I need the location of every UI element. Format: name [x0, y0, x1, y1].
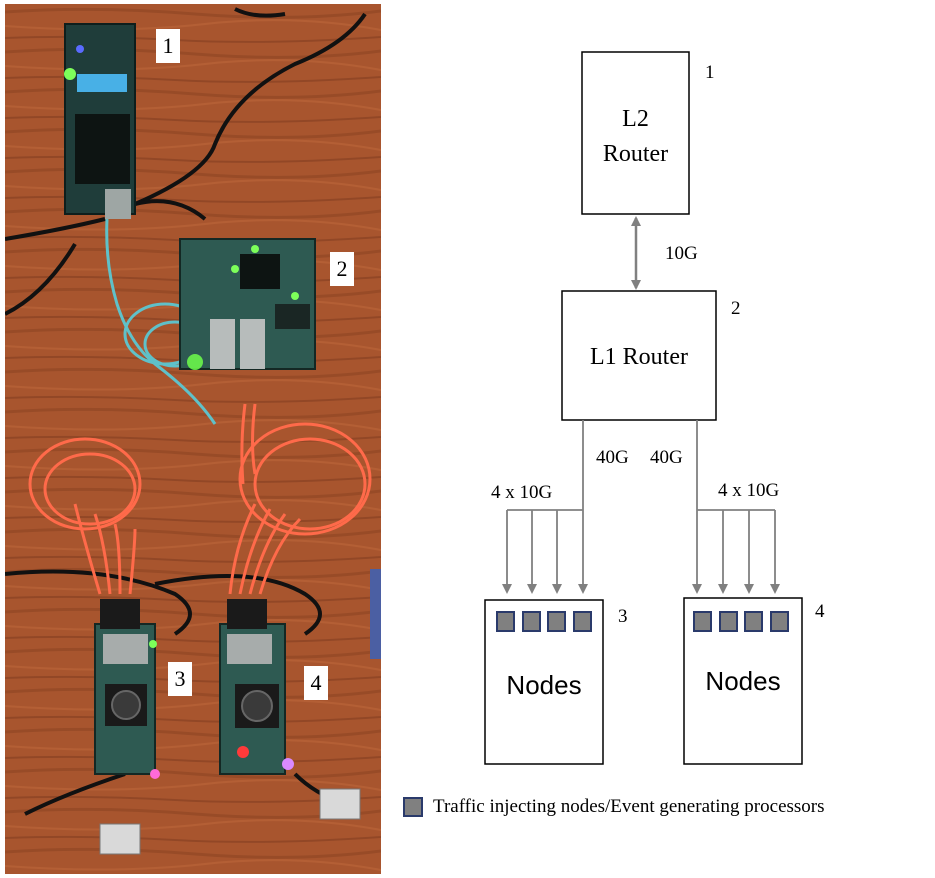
right-trunk-label: 40G	[650, 447, 683, 468]
processor-node	[719, 611, 738, 632]
processor-node	[573, 611, 592, 632]
board-3-nodes	[94, 599, 160, 779]
power-cables	[5, 7, 367, 816]
processor-node	[547, 611, 566, 632]
left-nodes-number: 3	[618, 606, 628, 627]
left-nodes-label: Nodes	[506, 670, 581, 700]
photo-label-4: 4	[304, 666, 328, 700]
power-connectors	[99, 569, 381, 855]
l1-router-label: L1 Router	[590, 344, 688, 370]
board-2-l1-router	[179, 238, 316, 370]
l2-router-number: 1	[705, 62, 715, 83]
l2-router-label-line2: Router	[603, 141, 668, 167]
legend-swatch	[403, 797, 423, 817]
right-trunk	[692, 420, 780, 594]
right-nodes-box: Nodes	[683, 597, 803, 765]
orange-fibers	[28, 403, 372, 595]
hardware-photo-illustration	[5, 4, 381, 874]
board-1-l2-router	[64, 23, 136, 219]
processor-node	[496, 611, 515, 632]
legend: Traffic injecting nodes/Event generating…	[403, 795, 825, 819]
left-nodes-box: Nodes	[484, 599, 604, 765]
l1-router-box: L1 Router	[561, 290, 717, 421]
processor-node	[522, 611, 541, 632]
photo-label-2: 2	[330, 252, 354, 286]
right-nodes-label: Nodes	[705, 666, 780, 696]
processor-node	[770, 611, 789, 632]
board-4-nodes	[219, 599, 294, 775]
topology-diagram: L2 Router 1 10G L1 Router 2 40G 4 x 10G	[400, 0, 935, 878]
l2-router-label-line1: L2	[622, 106, 649, 132]
left-trunk-label: 40G	[596, 447, 629, 468]
topology-diagram-svg: L2 Router 1 10G L1 Router 2 40G 4 x 10G	[484, 51, 825, 765]
left-trunk	[502, 420, 588, 594]
processor-node	[744, 611, 763, 632]
legend-text: Traffic injecting nodes/Event generating…	[433, 796, 825, 817]
processor-node	[693, 611, 712, 632]
left-fanout-label: 4 x 10G	[491, 482, 553, 503]
hardware-photo: 1 2 3 4	[5, 4, 381, 874]
photo-label-1: 1	[156, 29, 180, 63]
l1-router-number: 2	[731, 298, 741, 319]
photo-label-3: 3	[168, 662, 192, 696]
l2-router-box: L2 Router	[581, 51, 690, 215]
right-nodes-number: 4	[815, 601, 825, 622]
uplink-label: 10G	[665, 243, 698, 264]
right-fanout-label: 4 x 10G	[718, 480, 780, 501]
